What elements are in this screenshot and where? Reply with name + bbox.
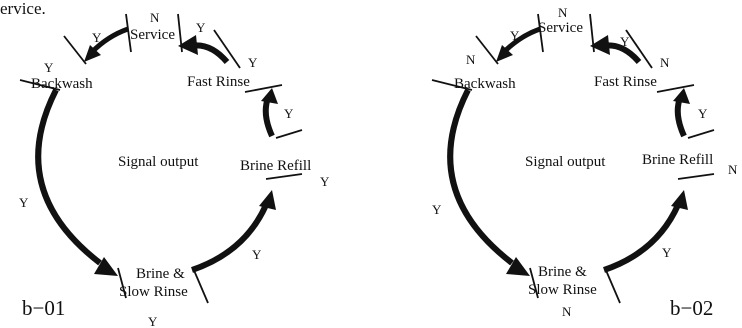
- flag-fast-rinse: N: [660, 55, 670, 70]
- tick-fast-rinse-top: [625, 29, 653, 69]
- tick-refill-top: [687, 129, 715, 139]
- arrow-label-backwash-service: Y: [510, 28, 520, 43]
- arrow-refill-to-fast-rinse: [674, 96, 687, 138]
- arrowhead-brine: [506, 257, 530, 276]
- tick-service-left: [537, 13, 544, 53]
- tick-backwash-bottom: [431, 79, 473, 91]
- arrow-brine-to-refill: [603, 203, 681, 273]
- flag-service: N: [558, 5, 568, 20]
- arrowhead-service: [590, 35, 610, 55]
- arrowhead-refill: [259, 190, 276, 210]
- tick-fast-rinse-top: [213, 29, 241, 69]
- center-signal-output: Signal output: [118, 154, 199, 170]
- arrow-label-backwash-service: Y: [92, 30, 102, 45]
- tick-service-right: [177, 13, 183, 53]
- arrow-label-backwash-brine: Y: [432, 202, 442, 217]
- arrow-label-fast-rinse-service: Y: [196, 20, 206, 35]
- arrowhead-backwash: [84, 45, 101, 62]
- tick-fast-rinse-bottom: [656, 84, 695, 93]
- arrowhead-service: [178, 35, 198, 55]
- tick-backwash-top: [475, 35, 499, 65]
- stage-service: Service: [538, 20, 583, 36]
- arrowhead-refill: [671, 190, 688, 210]
- stage-brine-line1: Brine &: [538, 264, 587, 280]
- flag-brine: N: [562, 304, 572, 319]
- flag-service: N: [150, 10, 160, 25]
- stage-brine-line2: Slow Rinse: [119, 284, 188, 300]
- stage-backwash: Backwash: [31, 76, 93, 92]
- caption-fragment: ervice.: [0, 0, 46, 18]
- stage-fast-rinse: Fast Rinse: [594, 74, 657, 90]
- diagram-tag: b−01: [22, 296, 65, 320]
- arrow-backwash-to-brine: [447, 88, 514, 266]
- tick-backwash-top: [63, 35, 87, 65]
- arrow-label-brine-refill: Y: [252, 247, 262, 262]
- tick-fast-rinse-bottom: [244, 84, 283, 93]
- diagram-tag: b−02: [670, 296, 713, 320]
- arrow-label-brine-refill: Y: [662, 245, 672, 260]
- arrow-label-fast-rinse-service: Y: [620, 34, 630, 49]
- arrow-refill-to-fast-rinse: [262, 96, 275, 138]
- center-signal-output: Signal output: [525, 154, 606, 170]
- arrow-brine-to-refill: [191, 203, 269, 273]
- tick-service-left: [125, 13, 132, 53]
- diagram-b-02: Service N Fast Rinse N Backwash N Brine …: [431, 5, 738, 320]
- arrow-label-refill-fast-rinse: Y: [284, 106, 294, 121]
- tick-brine-left: [117, 267, 127, 299]
- arrowhead-brine: [94, 257, 118, 276]
- arrowhead-fast-rinse: [673, 88, 690, 104]
- tick-refill-bottom: [677, 173, 715, 180]
- tick-brine-right: [192, 267, 209, 304]
- stage-brine-refill: Brine Refill: [642, 152, 713, 168]
- flag-brine-refill: Y: [320, 174, 330, 189]
- stage-brine-line2: Slow Rinse: [528, 282, 597, 298]
- flag-brine: Y: [148, 314, 158, 328]
- stage-brine-refill: Brine Refill: [240, 158, 311, 174]
- arrowhead-fast-rinse: [261, 88, 278, 104]
- flag-backwash: Y: [44, 60, 54, 75]
- arrowhead-backwash: [496, 45, 513, 62]
- arrow-label-backwash-brine: Y: [19, 195, 29, 210]
- tick-brine-left: [529, 267, 539, 299]
- tick-service-right: [589, 13, 595, 53]
- arrow-backwash-to-brine: [35, 88, 102, 266]
- arrow-label-refill-fast-rinse: Y: [698, 106, 708, 121]
- tick-refill-bottom: [265, 173, 303, 180]
- tick-refill-top: [275, 129, 303, 139]
- stage-service: Service: [130, 27, 175, 43]
- flag-fast-rinse: Y: [248, 55, 258, 70]
- tick-brine-right: [604, 267, 621, 304]
- stage-backwash: Backwash: [454, 76, 516, 92]
- stage-brine-line1: Brine &: [136, 266, 185, 282]
- flag-brine-refill: N: [728, 162, 738, 177]
- flag-backwash: N: [466, 52, 476, 67]
- tick-backwash-bottom: [19, 79, 61, 91]
- stage-fast-rinse: Fast Rinse: [187, 74, 250, 90]
- diagram-b-01: Service N Fast Rinse Y Backwash Y Brine …: [19, 10, 330, 328]
